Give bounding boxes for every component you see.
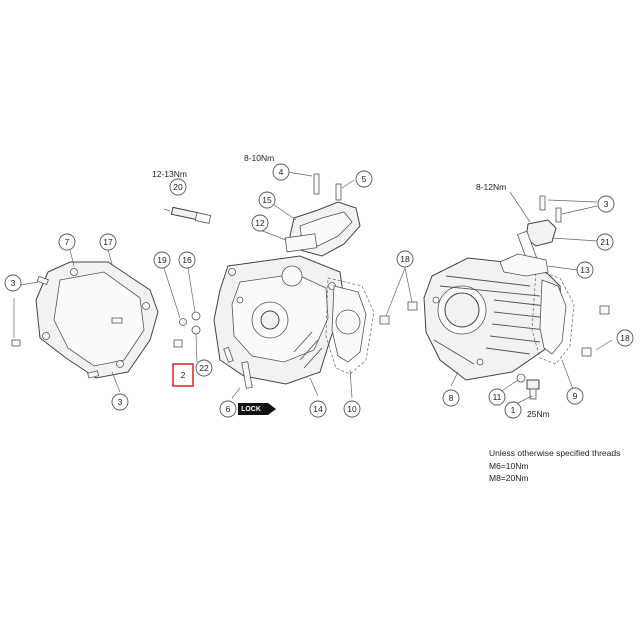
callout-6: 6	[219, 400, 237, 418]
thread-torque-notes: Unless otherwise specified threads M6=10…	[489, 447, 620, 485]
callout-10: 10	[343, 400, 361, 418]
callout-11: 11	[488, 388, 506, 406]
notes-heading: Unless otherwise specified threads	[489, 448, 621, 458]
svg-text:10: 10	[347, 404, 357, 414]
svg-text:4: 4	[279, 167, 284, 177]
callout-20: 20	[169, 178, 187, 196]
callout-16: 16	[178, 251, 196, 269]
head-gasket	[325, 277, 375, 399]
dowel-pins	[379, 267, 613, 357]
callout-4: 4	[272, 163, 290, 181]
svg-text:15: 15	[262, 195, 272, 205]
manifold-bolts	[286, 171, 355, 201]
svg-text:6: 6	[226, 404, 231, 414]
svg-text:14: 14	[313, 404, 323, 414]
cylinder-head	[213, 255, 345, 385]
svg-text:18: 18	[620, 333, 630, 343]
callout-7: 7	[58, 233, 76, 251]
svg-text:3: 3	[118, 397, 123, 407]
torque-drain-bolt: 25Nm	[527, 409, 550, 419]
spark-plug	[163, 206, 212, 224]
torque-manifold: 8-10Nm	[244, 153, 274, 163]
notes-m6: M6=10Nm	[489, 460, 529, 471]
intake-manifold	[284, 201, 361, 257]
callout-13: 13	[576, 261, 594, 279]
callout-15: 15	[258, 191, 276, 209]
callout-3-right: 3	[597, 195, 615, 213]
svg-text:21: 21	[600, 237, 610, 247]
callout-5: 5	[355, 170, 373, 188]
svg-text:18: 18	[400, 254, 410, 264]
cover-bolts	[11, 275, 123, 379]
svg-text:11: 11	[493, 392, 502, 402]
highlight-box	[172, 363, 194, 387]
callout-3-bottom: 3	[111, 393, 129, 411]
stud-bolt	[223, 346, 253, 399]
callout-18-center: 18	[396, 250, 414, 268]
svg-text:3: 3	[604, 199, 609, 209]
callout-8: 8	[442, 389, 460, 407]
valve-cover	[35, 261, 159, 379]
lock-label: LOCK	[241, 406, 261, 413]
svg-text:1: 1	[511, 405, 516, 415]
base-gasket	[531, 269, 575, 393]
callouts: 20 4 5 15 12 7 17 3 3 3 19 16 22 6 14 10…	[4, 163, 634, 419]
torque-spark-plug: 12-13Nm	[152, 169, 187, 179]
callout-2-highlighted[interactable]: 2	[172, 363, 194, 387]
svg-text:2: 2	[181, 370, 186, 380]
drain-bolt	[499, 373, 540, 405]
svg-text:17: 17	[103, 237, 113, 247]
svg-text:3: 3	[11, 278, 16, 288]
svg-text:12: 12	[255, 218, 265, 228]
svg-text:5: 5	[362, 174, 367, 184]
svg-text:9: 9	[573, 391, 578, 401]
notes-m8: M8=20Nm	[489, 473, 529, 483]
callout-3-left: 3	[4, 274, 22, 292]
svg-text:16: 16	[182, 255, 192, 265]
lock-badge: LOCK	[238, 403, 276, 415]
callout-18-right: 18	[616, 329, 634, 347]
callout-21: 21	[596, 233, 614, 251]
torque-tensioner: 8-12Nm	[476, 182, 506, 192]
callout-22: 22	[195, 359, 213, 377]
cover-leaders	[13, 201, 459, 397]
callout-14: 14	[309, 400, 327, 418]
svg-text:13: 13	[580, 265, 590, 275]
callout-19: 19	[153, 251, 171, 269]
callout-1: 1	[504, 401, 522, 419]
chain-tensioner	[499, 191, 599, 277]
svg-text:22: 22	[199, 363, 209, 373]
svg-text:7: 7	[65, 237, 70, 247]
svg-text:8: 8	[449, 393, 454, 403]
callout-9: 9	[566, 387, 584, 405]
torque-labels: 12-13Nm 8-10Nm 8-12Nm 25Nm	[152, 153, 550, 419]
small-fittings	[163, 267, 201, 363]
callout-17: 17	[99, 233, 117, 251]
svg-text:19: 19	[157, 255, 167, 265]
callout-12: 12	[251, 214, 269, 232]
svg-text:20: 20	[173, 182, 183, 192]
